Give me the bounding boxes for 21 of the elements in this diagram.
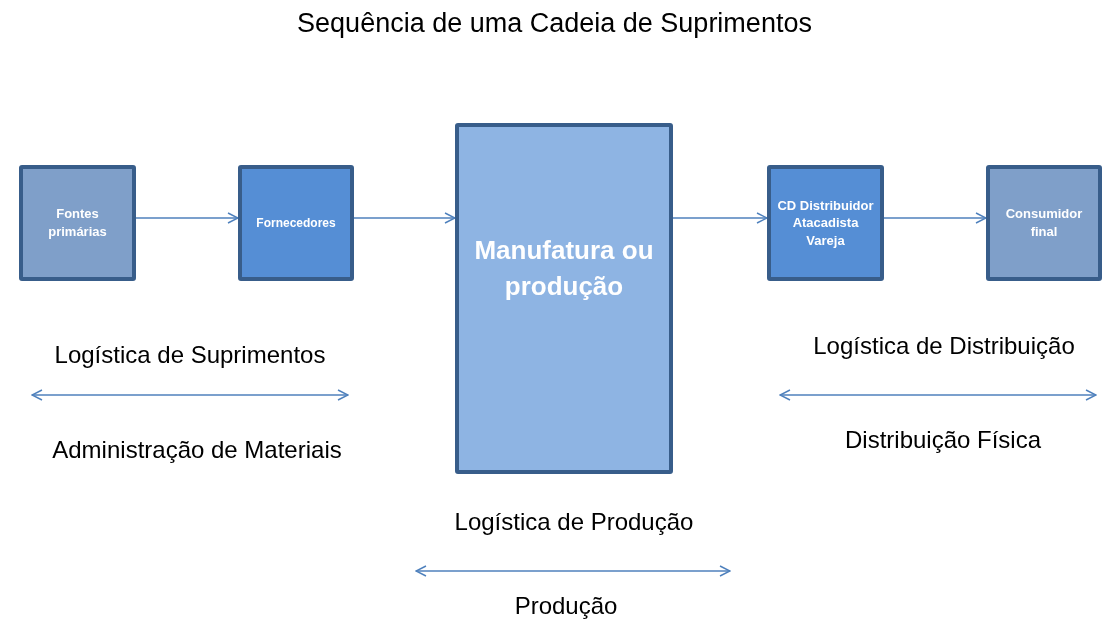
section-label: Distribuição Física [843, 426, 1043, 454]
section-label: Logística de Suprimentos [53, 341, 327, 369]
box-label: Consumidor final [1004, 205, 1084, 241]
section-label: Produção [513, 592, 619, 620]
arrow [135, 212, 239, 224]
arrow [672, 212, 768, 224]
section-label: Administração de Materiais [51, 436, 343, 464]
process-box [767, 165, 884, 281]
section-label: Logística de Distribuição [812, 332, 1076, 360]
section-label: Logística de Produção [453, 508, 695, 536]
box-label: CD Distribuidor Atacadista Vareja [776, 196, 875, 250]
box-label: Manufatura ou produção [473, 234, 655, 303]
box-label: Fontes primárias [47, 205, 108, 241]
process-box [238, 165, 354, 281]
process-box [455, 123, 673, 474]
process-box [19, 165, 136, 281]
arrow [353, 212, 456, 224]
box-label: Fornecedores [255, 214, 337, 232]
arrow [883, 212, 987, 224]
process-box [986, 165, 1102, 281]
diagram-title: Sequência de uma Cadeia de Suprimentos [296, 8, 813, 39]
